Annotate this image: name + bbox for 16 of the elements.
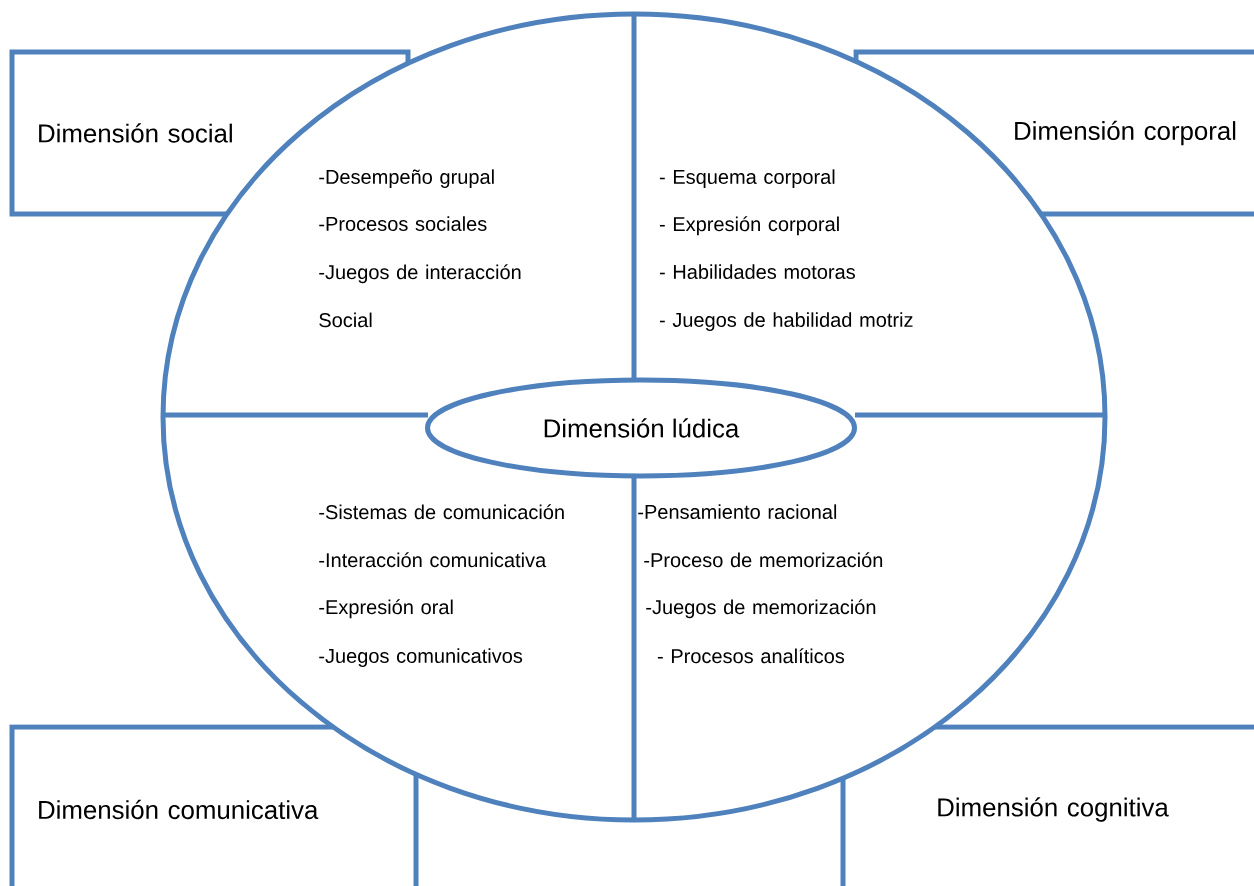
list-item: - Habilidades motoras <box>659 264 855 279</box>
list-item: -Juegos de interacción Social <box>319 264 521 328</box>
dimension-box: Dimensión comunicativa <box>9 724 419 886</box>
list-item: -Juegos comunicativos <box>319 648 523 667</box>
list-item: -Juegos de memorización <box>646 599 876 619</box>
list-item: -Expresión oral <box>319 599 453 619</box>
list-item: - Procesos analíticos <box>657 648 845 664</box>
list-item: -Sistemas de comunicación <box>319 504 564 520</box>
list-item: - Esquema corporal <box>659 169 835 188</box>
dimension-box: Dimensión cognitiva <box>840 724 1254 886</box>
list-item: - Juegos de habilidad motriz <box>659 312 913 331</box>
list-item: -Interacción comunicativa <box>319 552 547 568</box>
list-item: - Expresión corporal <box>659 216 839 236</box>
list-item: -Proceso de memorización <box>644 552 883 568</box>
list-item: -Pensamiento racional <box>638 504 837 519</box>
list-item: -Procesos sociales <box>319 216 487 231</box>
